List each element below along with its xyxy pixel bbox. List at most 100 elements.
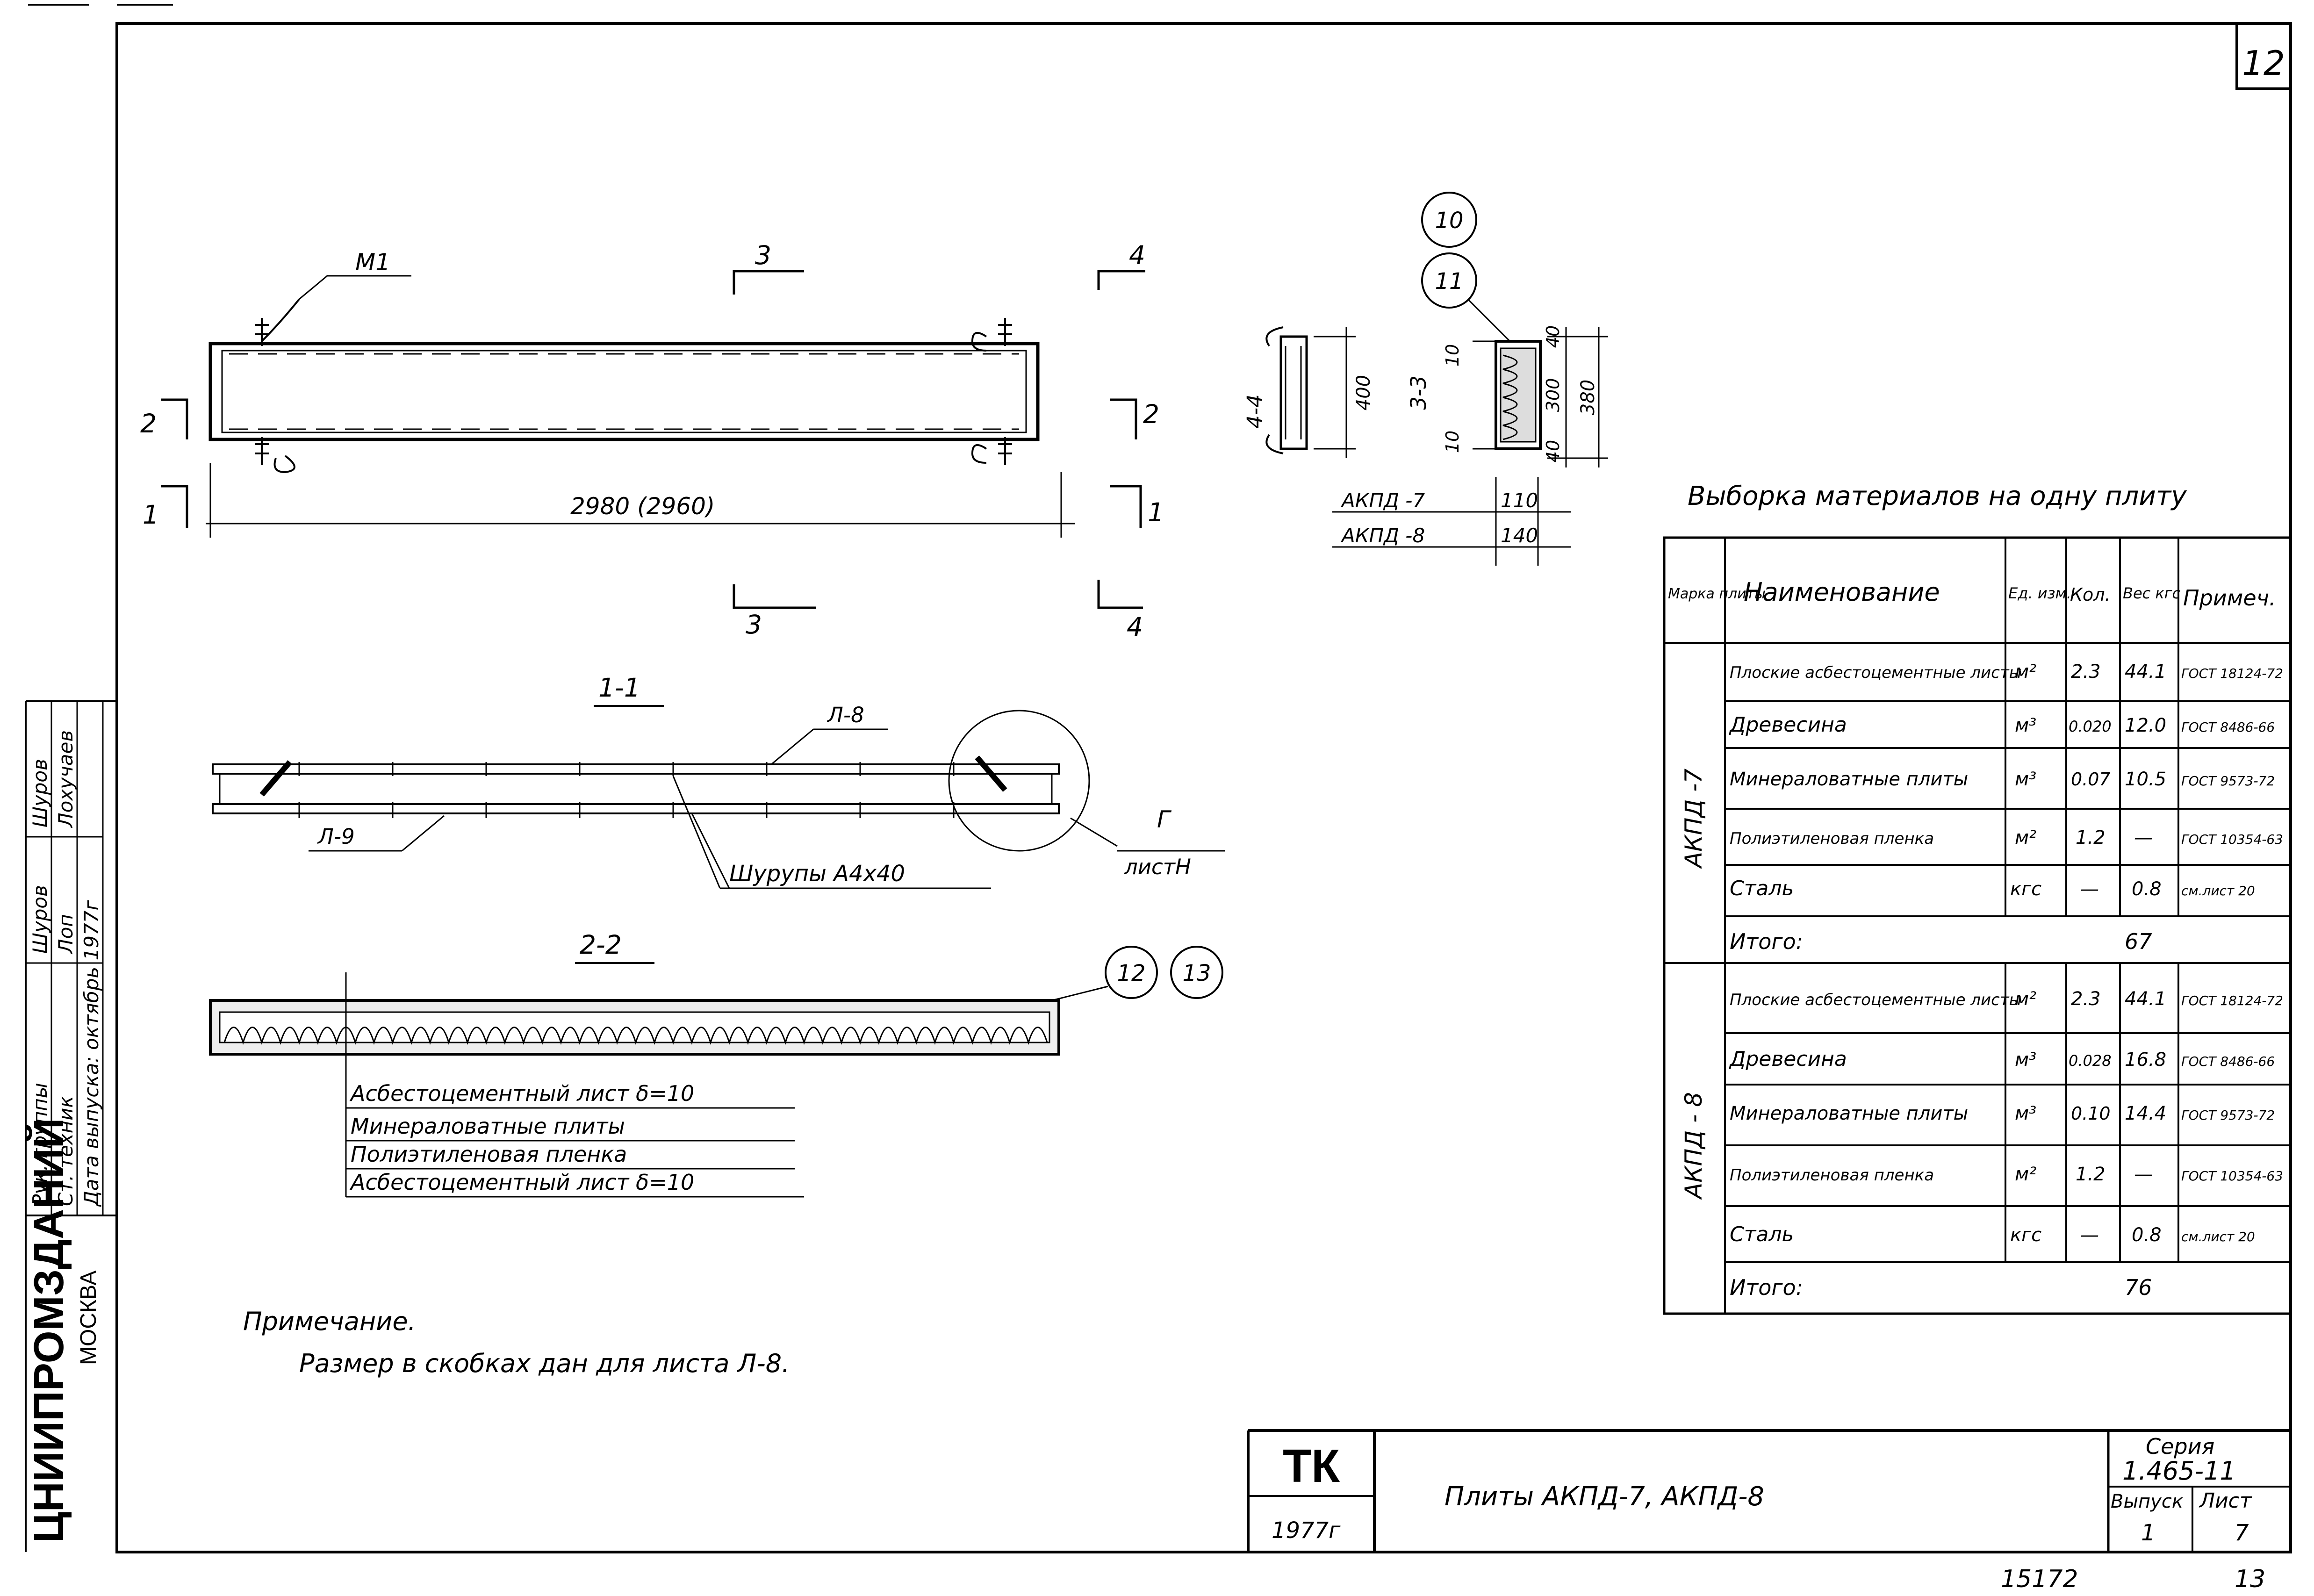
callout-circle-10 — [1421, 192, 1477, 248]
section-mark-1-right: 1 — [1110, 485, 1164, 528]
header-weight: Вес кгс — [2123, 584, 2181, 602]
thickness-mark-2: АКПД -8 — [1340, 524, 1425, 547]
section-2-2: 2-2 12 13 Асбестоцементный лист δ=10 Мин… — [209, 930, 1223, 1198]
layer-1: Асбестоцементный лист δ=10 — [349, 1081, 694, 1106]
left-stamp: Рук. группы Шуров Шуров Ст. техник Лоп Л… — [24, 700, 117, 1552]
svg-text:12.0: 12.0 — [2125, 715, 2166, 736]
stamp-role-1: Рук. группы — [29, 1083, 51, 1206]
clip-marks — [255, 298, 1012, 474]
svg-text:10: 10 — [1435, 208, 1463, 234]
svg-text:—: — — [2080, 1224, 2099, 1246]
node-label: Г — [1157, 806, 1172, 833]
svg-text:см.лист 20: см.лист 20 — [2181, 1229, 2255, 1244]
svg-text:ГОСТ 18124-72: ГОСТ 18124-72 — [2181, 993, 2283, 1008]
stamp-name-1: Шуров — [29, 759, 51, 827]
svg-text:13: 13 — [1182, 960, 1211, 986]
series-value: 1.465-11 — [2122, 1456, 2236, 1486]
stamp-release: Дата выпуска: октябрь 1977г — [80, 900, 103, 1207]
svg-text:12: 12 — [1117, 960, 1145, 986]
svg-text:м³: м³ — [2015, 1049, 2036, 1071]
svg-text:м²: м² — [2015, 988, 2036, 1010]
svg-text:10: 10 — [1442, 344, 1463, 367]
callout-circle-13 — [1170, 946, 1223, 999]
table-row-name: Минераловатные плиты — [1730, 769, 1968, 790]
svg-text:м³: м³ — [2015, 715, 2036, 736]
svg-text:ГОСТ 8486-66: ГОСТ 8486-66 — [2181, 1054, 2275, 1069]
callout-m1: M1 — [355, 249, 390, 276]
label-l8: Л-8 — [826, 703, 864, 727]
section-mark-2-left: 2 — [140, 398, 188, 439]
stamp-name-2: Лохучаев — [54, 730, 77, 828]
svg-text:1.2: 1.2 — [2076, 1164, 2106, 1185]
group-1-rows: Плоские асбестоцементные листы м² 2.3 44… — [1729, 661, 2283, 954]
svg-text:0.020: 0.020 — [2069, 718, 2112, 735]
length-dimension: 2980 (2960) — [206, 463, 1075, 538]
svg-text:10.5: 10.5 — [2125, 769, 2166, 790]
svg-text:44.1: 44.1 — [2125, 661, 2166, 683]
svg-text:ГОСТ 9573-72: ГОСТ 9573-72 — [2181, 1107, 2275, 1123]
svg-text:16.8: 16.8 — [2125, 1049, 2166, 1071]
svg-text:0.028: 0.028 — [2069, 1052, 2112, 1070]
section-4-4-label: 4-4 — [1243, 394, 1267, 429]
stamp-sign-1: Шуров — [29, 885, 51, 954]
stamp-org: ЦНИИПРОМЗДАНИЙ — [24, 1118, 72, 1543]
length-dim-text: 2980 (2960) — [570, 493, 715, 520]
svg-text:0.10: 0.10 — [2071, 1103, 2111, 1124]
sheet-label: Лист — [2199, 1489, 2252, 1513]
archive-number: 15172 — [2001, 1565, 2078, 1593]
stamp-sign-2: Лоп — [54, 914, 77, 955]
section-1-1: 1-1 Г листН Л-8 Л-9 — [212, 673, 1225, 889]
node-ref: листН — [1124, 855, 1191, 879]
sheet-value: 7 — [2235, 1520, 2249, 1546]
group-2-mark: АКПД - 8 — [1680, 1092, 1707, 1200]
svg-text:см.лист 20: см.лист 20 — [2181, 883, 2255, 899]
screws-label: Шурупы А4х40 — [729, 861, 905, 887]
svg-text:ГОСТ 10354-63: ГОСТ 10354-63 — [2181, 1168, 2283, 1184]
layer-3: Полиэтиленовая пленка — [351, 1142, 627, 1167]
mineral-wool-hatch — [223, 1027, 1048, 1045]
table-row-name: Минераловатные плиты — [1730, 1103, 1968, 1124]
stamp-city: МОСКВА — [76, 1271, 101, 1365]
svg-text:1: 1 — [143, 500, 159, 530]
svg-text:м²: м² — [2015, 1164, 2036, 1185]
svg-text:3: 3 — [755, 240, 771, 270]
section-3-3: 10 11 3-3 10 10 40 300 40 380 — [1406, 192, 1608, 467]
svg-text:—: — — [2080, 878, 2099, 900]
section-mark-2-right: 2 — [1110, 398, 1159, 439]
svg-text:ГОСТ 8486-66: ГОСТ 8486-66 — [2181, 719, 2275, 735]
drawing-title: Плиты АКПД-7, АКПД-8 — [1444, 1481, 1764, 1512]
callout-circle-12 — [1105, 946, 1158, 999]
group-2-total-label: Итого: — [1730, 1275, 1803, 1300]
section-4-4: 4-4 400 — [1243, 326, 1374, 458]
section-1-1-label: 1-1 — [598, 673, 640, 703]
header-unit: Ед. изм. — [2008, 584, 2071, 602]
section-mark-4-top: 4 — [1097, 240, 1145, 290]
layer-legend: Асбестоцементный лист δ=10 Минераловатны… — [346, 1081, 804, 1198]
svg-text:1: 1 — [1148, 497, 1164, 527]
svg-text:2: 2 — [1143, 399, 1159, 429]
section-mark-1-left: 1 — [143, 485, 188, 530]
svg-text:м³: м³ — [2015, 769, 2036, 790]
table-row-name: Плоские асбестоцементные листы — [1730, 991, 2022, 1009]
svg-text:11: 11 — [1435, 268, 1463, 295]
svg-text:2: 2 — [140, 409, 157, 439]
svg-text:—: — — [2134, 827, 2153, 848]
year-label: 1977г — [1272, 1517, 1341, 1544]
section-mark-3-top: 3 — [733, 240, 804, 295]
layer-2: Минераловатные плиты — [351, 1114, 625, 1139]
svg-text:2.3: 2.3 — [2071, 988, 2101, 1010]
svg-text:3: 3 — [746, 610, 762, 640]
svg-text:ГОСТ 10354-63: ГОСТ 10354-63 — [2181, 832, 2283, 847]
group-1-total-label: Итого: — [1730, 929, 1803, 954]
table-row-name: Сталь — [1730, 1222, 1794, 1246]
svg-text:кгс: кгс — [2010, 1224, 2041, 1246]
svg-text:—: — — [2134, 1164, 2153, 1185]
tk-label: ТК — [1283, 1440, 1340, 1492]
group-1-mark: АКПД -7 — [1680, 769, 1707, 869]
svg-text:300: 300 — [1543, 378, 1563, 412]
svg-text:44.1: 44.1 — [2125, 988, 2166, 1010]
table-row-name: Древесина — [1729, 1047, 1847, 1071]
svg-text:0.07: 0.07 — [2071, 769, 2111, 790]
materials-table: Выборка материалов на одну плиту — [1663, 481, 2292, 1315]
